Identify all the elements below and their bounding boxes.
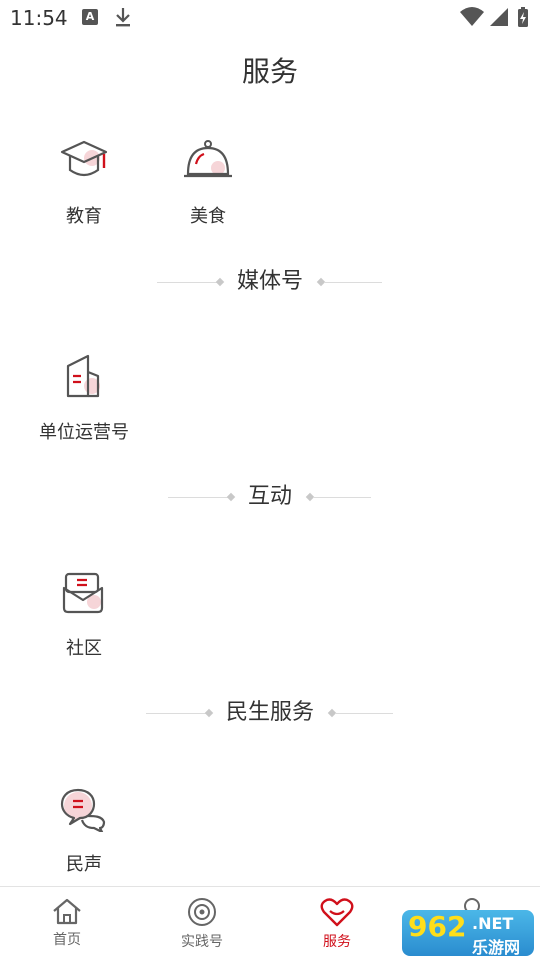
section-title: 民生服务: [225, 700, 314, 725]
wifi-icon: [460, 7, 484, 26]
section-header-media: 媒体号: [0, 267, 540, 297]
tab-label: 实践号: [181, 934, 223, 950]
service-unit-account[interactable]: 单位运营号: [29, 352, 139, 444]
service-label: 教育: [66, 206, 102, 227]
envelope-icon: [29, 570, 139, 620]
building-icon: [29, 352, 139, 404]
target-icon: [152, 897, 252, 927]
battery-icon: [518, 7, 528, 27]
graduation-cap-icon: [29, 138, 139, 188]
section-title: 媒体号: [236, 269, 303, 294]
watermark-logo: 962 .NET 乐游网: [402, 910, 534, 957]
notification-a-icon: A: [82, 9, 98, 25]
service-label: 民声: [66, 854, 102, 875]
download-icon: [114, 6, 132, 32]
service-community[interactable]: 社区: [29, 570, 139, 660]
status-icons: [460, 6, 532, 34]
section-header-interaction: 互动: [0, 482, 540, 512]
signal-icon: [490, 8, 508, 26]
service-education[interactable]: 教育: [29, 138, 139, 228]
tab-practice[interactable]: 实践号: [152, 897, 252, 951]
section-header-livelihood: 民生服务: [0, 698, 540, 728]
service-public-voice[interactable]: 民声: [29, 786, 139, 876]
service-label: 美食: [190, 206, 226, 227]
watermark-net: .NET: [472, 914, 514, 933]
page-title: 服务: [241, 55, 298, 88]
service-food[interactable]: 美食: [153, 138, 263, 228]
watermark-name: 乐游网: [472, 938, 521, 957]
tab-label: 首页: [53, 932, 81, 948]
service-label: 社区: [66, 638, 102, 659]
tab-label: 服务: [323, 934, 351, 950]
status-bar: 11:54 A: [0, 0, 540, 36]
service-label: 单位运营号: [39, 422, 129, 443]
heart-icon: [287, 897, 387, 927]
chat-bubbles-icon: [29, 786, 139, 836]
food-cloche-icon: [153, 138, 263, 188]
tab-service[interactable]: 服务: [287, 897, 387, 951]
section-title: 互动: [247, 484, 292, 509]
status-time: 11:54: [10, 6, 68, 30]
tab-home[interactable]: 首页: [17, 897, 117, 949]
watermark-number: 962: [408, 910, 467, 943]
home-icon: [17, 897, 117, 925]
